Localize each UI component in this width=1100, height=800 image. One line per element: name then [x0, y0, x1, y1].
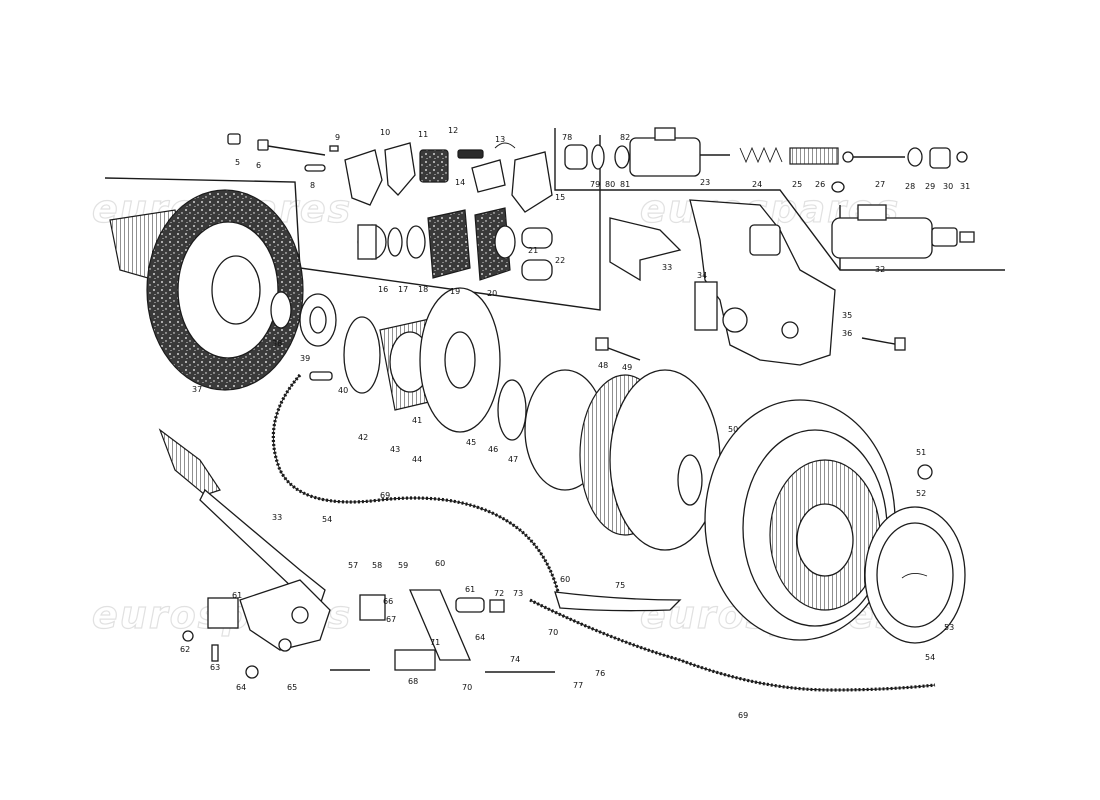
- label-9: 9: [335, 133, 340, 142]
- label-23: 23: [700, 178, 710, 187]
- label-41: 41: [412, 416, 422, 425]
- brake-pad-plates: [344, 142, 553, 213]
- label-20: 20: [487, 289, 497, 298]
- label-16: 16: [378, 285, 388, 294]
- label-28: 28: [905, 182, 915, 191]
- label-48: 48: [598, 361, 608, 370]
- label-50: 50: [728, 425, 738, 434]
- label-66: 66: [383, 597, 393, 606]
- label-17: 17: [398, 285, 408, 294]
- label-38: 38: [272, 339, 282, 348]
- label-61: 61: [232, 591, 242, 600]
- label-25: 25: [792, 180, 802, 189]
- label-72: 72: [494, 589, 504, 598]
- label-64: 64: [236, 683, 246, 692]
- label-46: 46: [488, 445, 498, 454]
- label-43: 43: [390, 445, 400, 454]
- label-5: 5: [235, 158, 240, 167]
- label-33-bracket: 33: [662, 263, 672, 272]
- label-70-left: 70: [462, 683, 472, 692]
- label-34: 34: [697, 271, 707, 280]
- label-37: 37: [192, 385, 202, 394]
- label-54-top: 54: [925, 653, 935, 662]
- label-36: 36: [842, 329, 852, 338]
- bleed-screw-parts: [227, 133, 339, 172]
- label-47: 47: [508, 455, 518, 464]
- label-67: 67: [386, 615, 396, 624]
- label-78: 78: [562, 133, 572, 142]
- label-51: 51: [916, 448, 926, 457]
- label-21: 21: [528, 246, 538, 255]
- label-6: 6: [256, 161, 261, 170]
- label-26: 26: [815, 180, 825, 189]
- label-77: 77: [573, 681, 583, 690]
- label-57: 57: [348, 561, 358, 570]
- label-59: 59: [398, 561, 408, 570]
- brake-backplate: [109, 189, 337, 391]
- label-60-right: 60: [560, 575, 570, 584]
- label-65: 65: [287, 683, 297, 692]
- label-61b: 61: [465, 585, 475, 594]
- label-70-right: 70: [548, 628, 558, 637]
- label-53: 53: [944, 623, 954, 632]
- label-76: 76: [595, 669, 605, 678]
- handbrake-cables: [271, 371, 936, 692]
- master-cylinder-parts: [564, 127, 968, 193]
- caliper-pistons-pads: [357, 207, 553, 281]
- label-82: 82: [620, 133, 630, 142]
- label-62: 62: [180, 645, 190, 654]
- label-81: 81: [620, 180, 630, 189]
- label-74: 74: [510, 655, 520, 664]
- label-32: 32: [875, 265, 885, 274]
- label-80: 80: [605, 180, 615, 189]
- label-45: 45: [466, 438, 476, 447]
- handbrake-lever: [158, 428, 555, 679]
- label-55: 33: [272, 513, 282, 522]
- label-64b: 64: [475, 633, 485, 642]
- label-52: 52: [916, 489, 926, 498]
- label-49: 49: [622, 363, 632, 372]
- label-13: 13: [495, 135, 505, 144]
- label-19: 19: [450, 287, 460, 296]
- hub-and-disc: [343, 287, 721, 551]
- part-number-labels: 5 6 8 9 10 11 12 13 14 15 16 17 18 19 20…: [180, 126, 970, 720]
- label-63: 63: [210, 663, 220, 672]
- label-27: 27: [875, 180, 885, 189]
- label-11: 11: [418, 130, 428, 139]
- label-15: 15: [555, 193, 565, 202]
- brake-drum-wheel: [704, 399, 966, 644]
- label-54-cable: 54: [322, 515, 332, 524]
- label-24: 24: [752, 180, 762, 189]
- label-40: 40: [338, 386, 348, 395]
- label-8: 8: [310, 181, 315, 190]
- wheel-cylinder: [831, 204, 975, 259]
- label-35: 35: [842, 311, 852, 320]
- caliper-assembly: [609, 199, 906, 366]
- label-71: 71: [430, 638, 440, 647]
- label-79: 79: [590, 180, 600, 189]
- label-68: 68: [408, 677, 418, 686]
- label-12: 12: [448, 126, 458, 135]
- label-58: 58: [372, 561, 382, 570]
- label-14: 14: [455, 178, 465, 187]
- label-60-left: 60: [435, 559, 445, 568]
- label-44: 44: [412, 455, 422, 464]
- label-42: 42: [358, 433, 368, 442]
- label-39: 39: [300, 354, 310, 363]
- label-31: 31: [960, 182, 970, 191]
- label-29: 29: [925, 182, 935, 191]
- label-30: 30: [943, 182, 953, 191]
- label-10: 10: [380, 128, 390, 137]
- label-69-upper: 69: [380, 491, 390, 500]
- label-22: 22: [555, 256, 565, 265]
- label-69-lower: 69: [738, 711, 748, 720]
- label-18: 18: [418, 285, 428, 294]
- label-75: 75: [615, 581, 625, 590]
- label-73: 73: [513, 589, 523, 598]
